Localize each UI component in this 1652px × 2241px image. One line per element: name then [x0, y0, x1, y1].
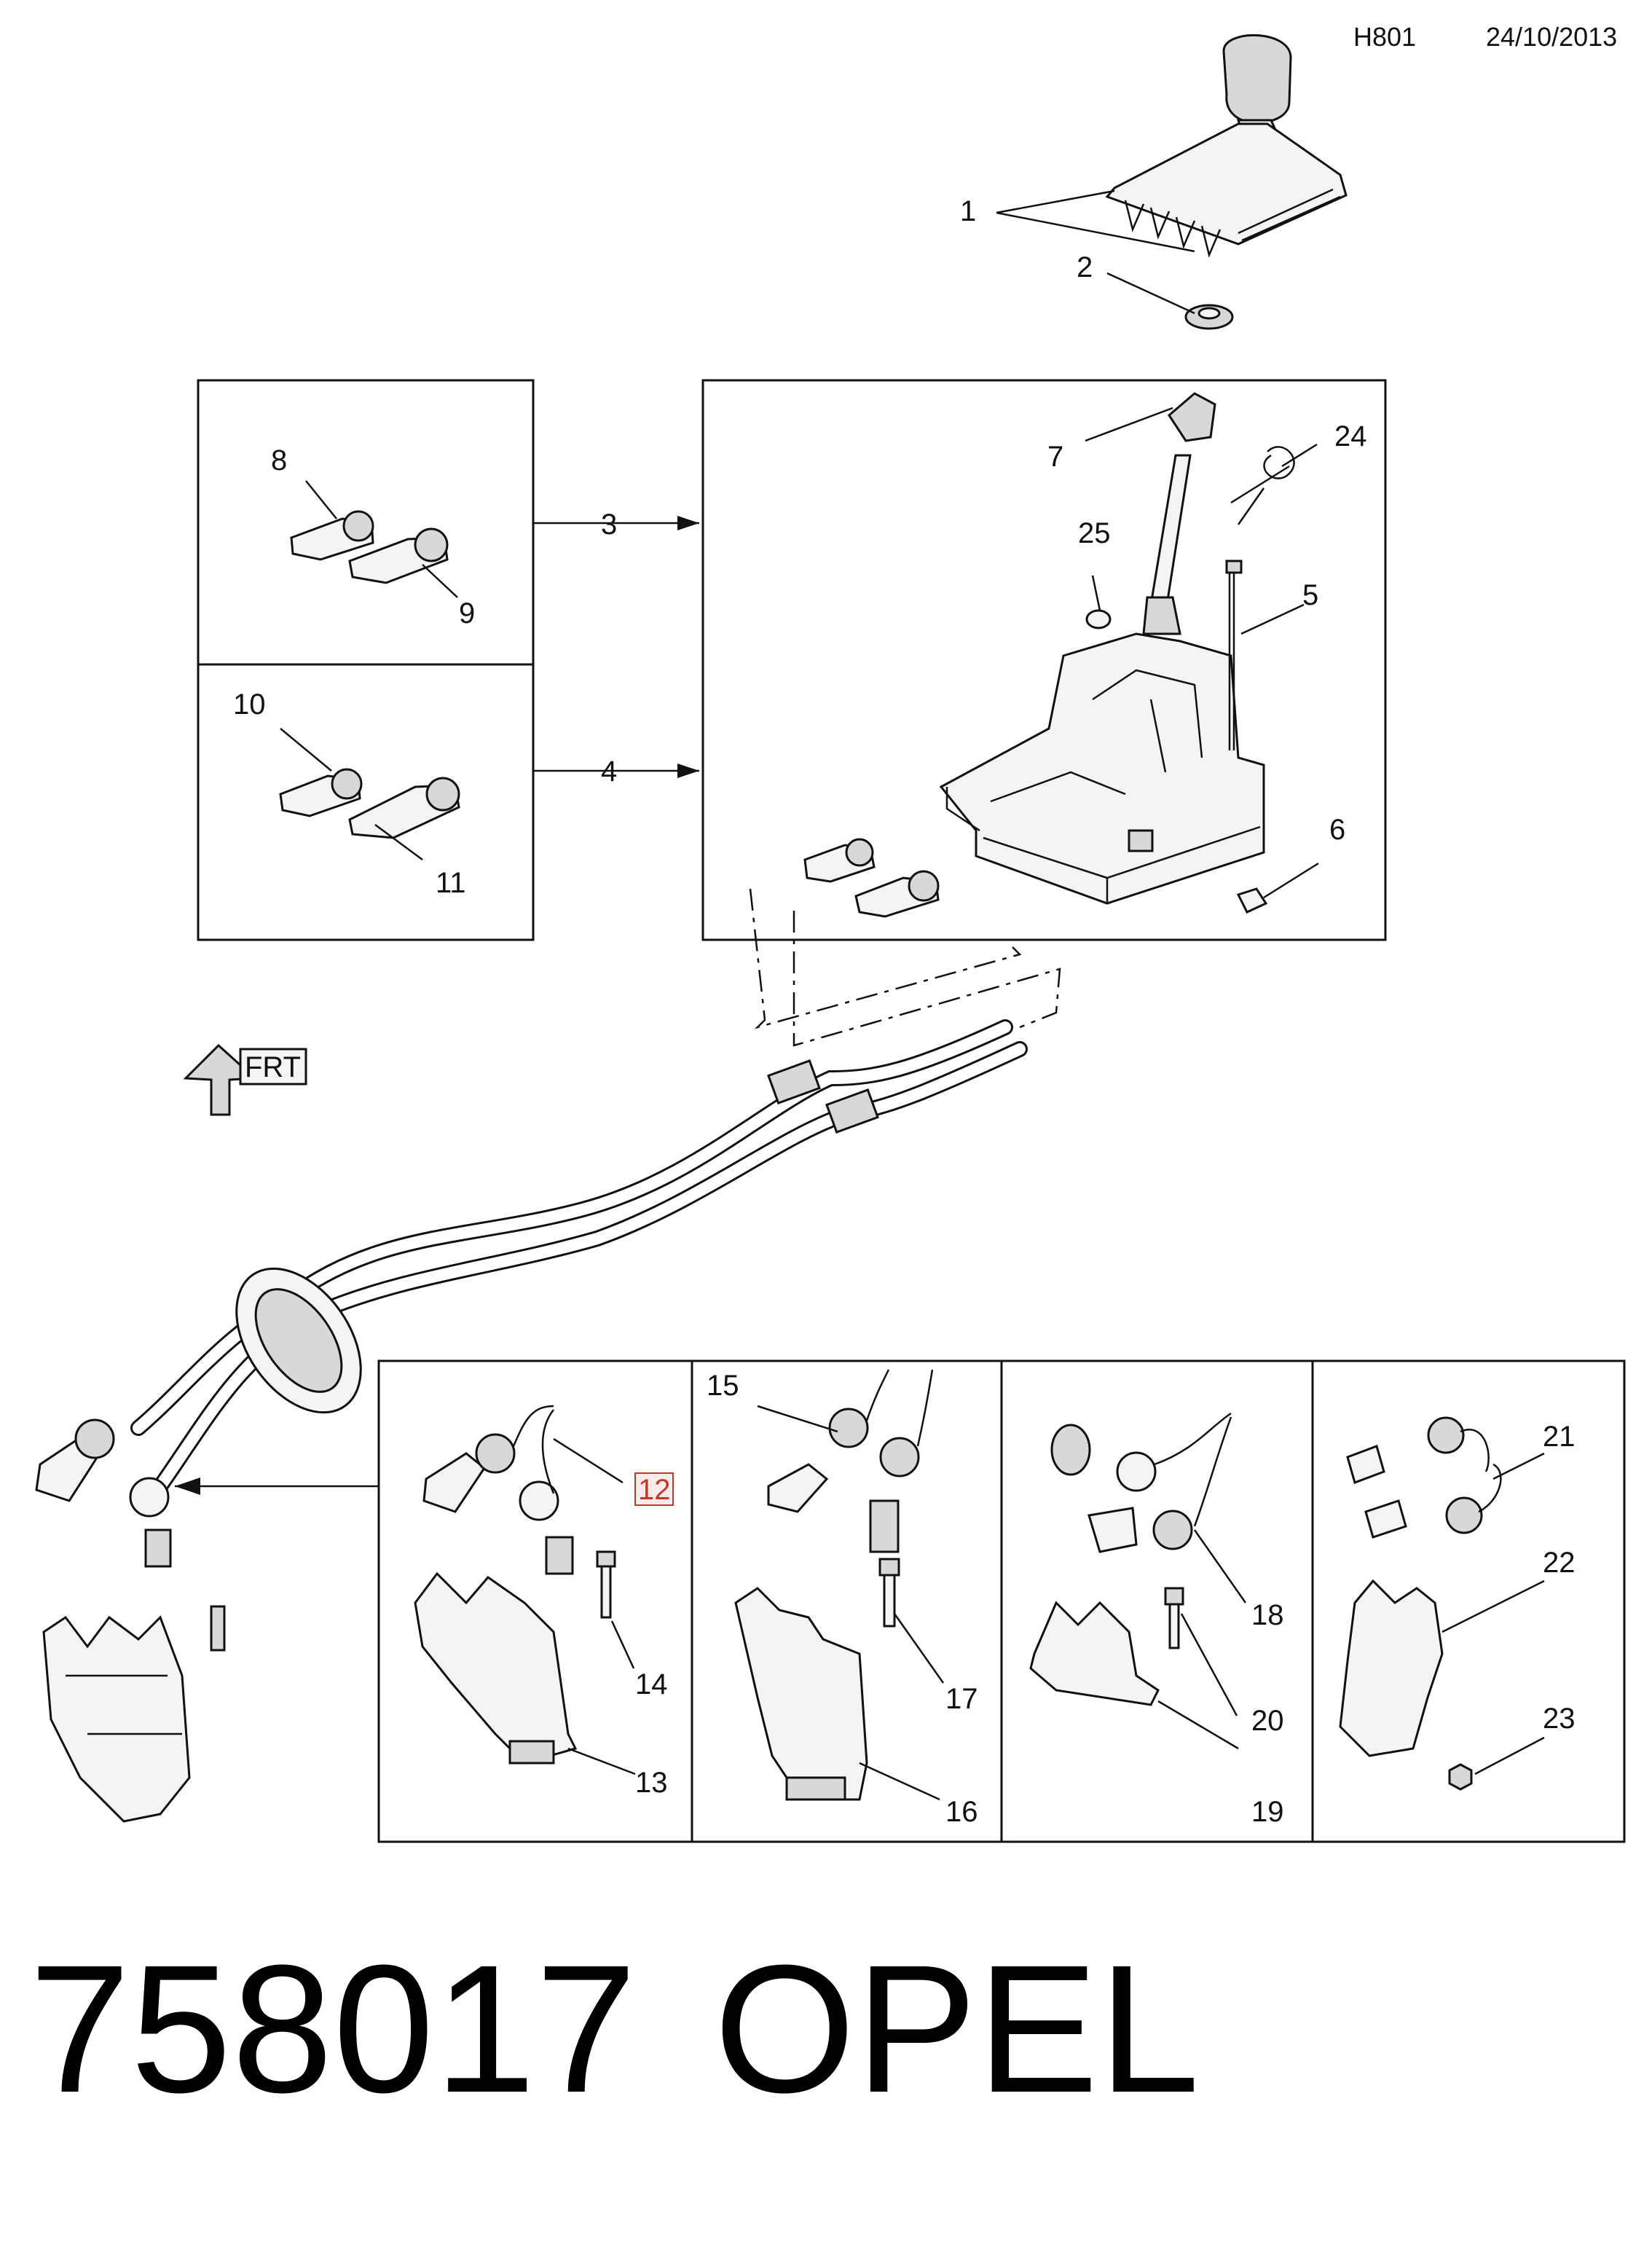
detail-bracket-16	[734, 1587, 868, 1801]
callout-9: 9	[459, 597, 475, 629]
callout-10: 10	[233, 688, 266, 721]
callout-24: 24	[1334, 420, 1367, 452]
shift-cables	[130, 1019, 1028, 1494]
callout-1: 1	[960, 195, 976, 227]
front-direction-indicator: FRT	[183, 1043, 307, 1116]
callout-2: 2	[1077, 251, 1093, 283]
cable-ends-transmission	[35, 1418, 172, 1568]
callout-4: 4	[601, 755, 617, 788]
detail-bracket-13	[414, 1571, 578, 1765]
callout-21: 21	[1543, 1421, 1576, 1453]
shifter-lever	[1142, 392, 1216, 635]
o-ring	[1085, 609, 1112, 629]
callout-25: 25	[1078, 517, 1111, 549]
arrow-3-head	[677, 516, 699, 530]
cable-grommet	[235, 1267, 362, 1414]
callout-12-box	[634, 1472, 674, 1506]
shift-boot	[1105, 122, 1348, 258]
callout-8: 8	[271, 444, 287, 476]
detail-cable-ends-21	[1346, 1416, 1502, 1539]
boot-retainer	[1184, 304, 1234, 330]
arrow-4-head	[677, 764, 699, 778]
dash-guide-b	[792, 911, 1061, 1047]
cable-end-pair-main	[803, 838, 940, 918]
detail-cable-ends-18	[1050, 1412, 1232, 1553]
arrow-12-head	[175, 1477, 200, 1495]
detail-bracket-19	[1029, 1601, 1160, 1706]
callout-5: 5	[1302, 579, 1318, 611]
cable-end-10	[279, 768, 363, 817]
callout-13: 13	[635, 1767, 668, 1799]
transmission-bracket	[42, 1605, 226, 1823]
callout-12[interactable]: 12	[638, 1474, 671, 1506]
callout-11: 11	[436, 867, 466, 899]
cable-end-8	[290, 510, 374, 561]
diagram-code: H801	[1353, 22, 1417, 52]
dash-guide-a	[749, 888, 1022, 1029]
callout-19: 19	[1251, 1796, 1284, 1828]
callout-6: 6	[1329, 814, 1345, 846]
housing-bolt	[1225, 560, 1243, 750]
detail-bolt-17	[878, 1558, 900, 1628]
shifter-frame	[701, 379, 1387, 941]
shifter-housing	[939, 632, 1265, 905]
diagram-date: 24/10/2013	[1486, 22, 1618, 52]
brand-name: OPEL	[714, 1927, 1200, 2130]
exploded-view: FRT	[35, 34, 1626, 1843]
frt-label: FRT	[245, 1051, 301, 1083]
cable-end-11	[348, 777, 460, 839]
callout-17: 17	[945, 1683, 978, 1715]
part-number: 758017	[29, 1927, 637, 2130]
callout-16: 16	[945, 1796, 978, 1828]
callout-14: 14	[635, 1668, 668, 1700]
clip-nut	[1236, 887, 1268, 914]
callout-18: 18	[1251, 1599, 1284, 1631]
detail-bolt-20	[1164, 1587, 1184, 1649]
detail-nut-23	[1448, 1763, 1473, 1791]
leader-lines	[280, 189, 1545, 1801]
cable-end-9	[348, 527, 449, 584]
callout-23: 23	[1543, 1703, 1576, 1735]
return-spring	[1230, 446, 1295, 525]
callout-22: 22	[1543, 1547, 1576, 1579]
detail-bracket-22	[1339, 1579, 1444, 1757]
callout-7: 7	[1047, 441, 1063, 473]
inset-frame-4	[197, 663, 535, 941]
detail-cable-ends-12	[422, 1405, 574, 1575]
callout-3: 3	[601, 509, 617, 541]
detail-cable-ends-15	[767, 1369, 934, 1553]
callout-15: 15	[707, 1370, 739, 1402]
detail-bolt-14	[596, 1550, 616, 1619]
callout-20: 20	[1251, 1705, 1284, 1737]
